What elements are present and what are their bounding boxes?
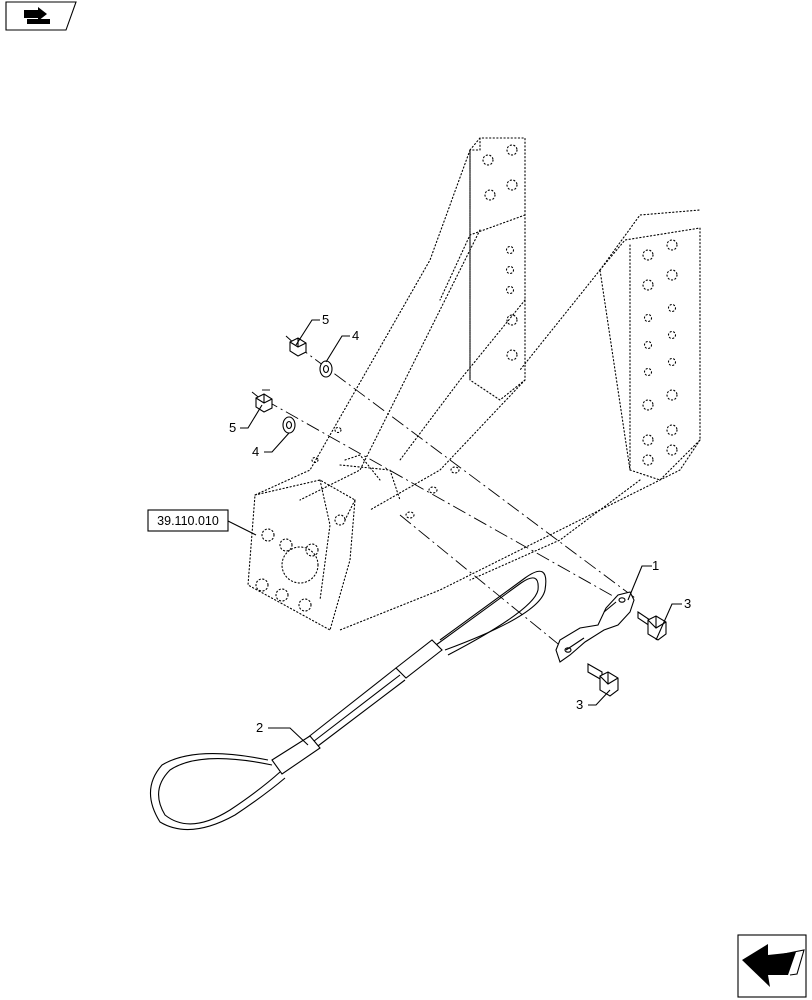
callout-2: 2 — [256, 720, 263, 735]
nut-part-5-lower — [251, 391, 273, 413]
sling-cable-part-2 — [149, 570, 547, 831]
washer-part-4-upper — [319, 360, 333, 378]
callout-3-left: 3 — [576, 697, 583, 712]
parts-folder-nav-icon[interactable] — [5, 1, 77, 31]
assembly-centerlines — [262, 344, 636, 653]
reference-link-box[interactable]: 39.110.010 — [147, 509, 229, 532]
next-page-arrow-icon[interactable] — [737, 934, 807, 998]
callout-5-upper: 5 — [322, 312, 329, 327]
bolt-part-3-right — [637, 610, 667, 641]
clamp-plate-part-1 — [555, 591, 635, 663]
callout-3-right: 3 — [684, 596, 691, 611]
reference-link-text[interactable]: 39.110.010 — [157, 514, 219, 528]
callout-5-lower: 5 — [229, 420, 236, 435]
callout-leaders — [227, 319, 682, 746]
washer-part-4-lower — [282, 416, 296, 434]
callout-4-lower: 4 — [252, 444, 259, 459]
bolt-part-3-left — [587, 663, 619, 697]
frame-bracket — [247, 137, 701, 631]
callout-4-upper: 4 — [352, 328, 359, 343]
callout-1: 1 — [652, 558, 659, 573]
nut-part-5-upper — [285, 335, 307, 357]
